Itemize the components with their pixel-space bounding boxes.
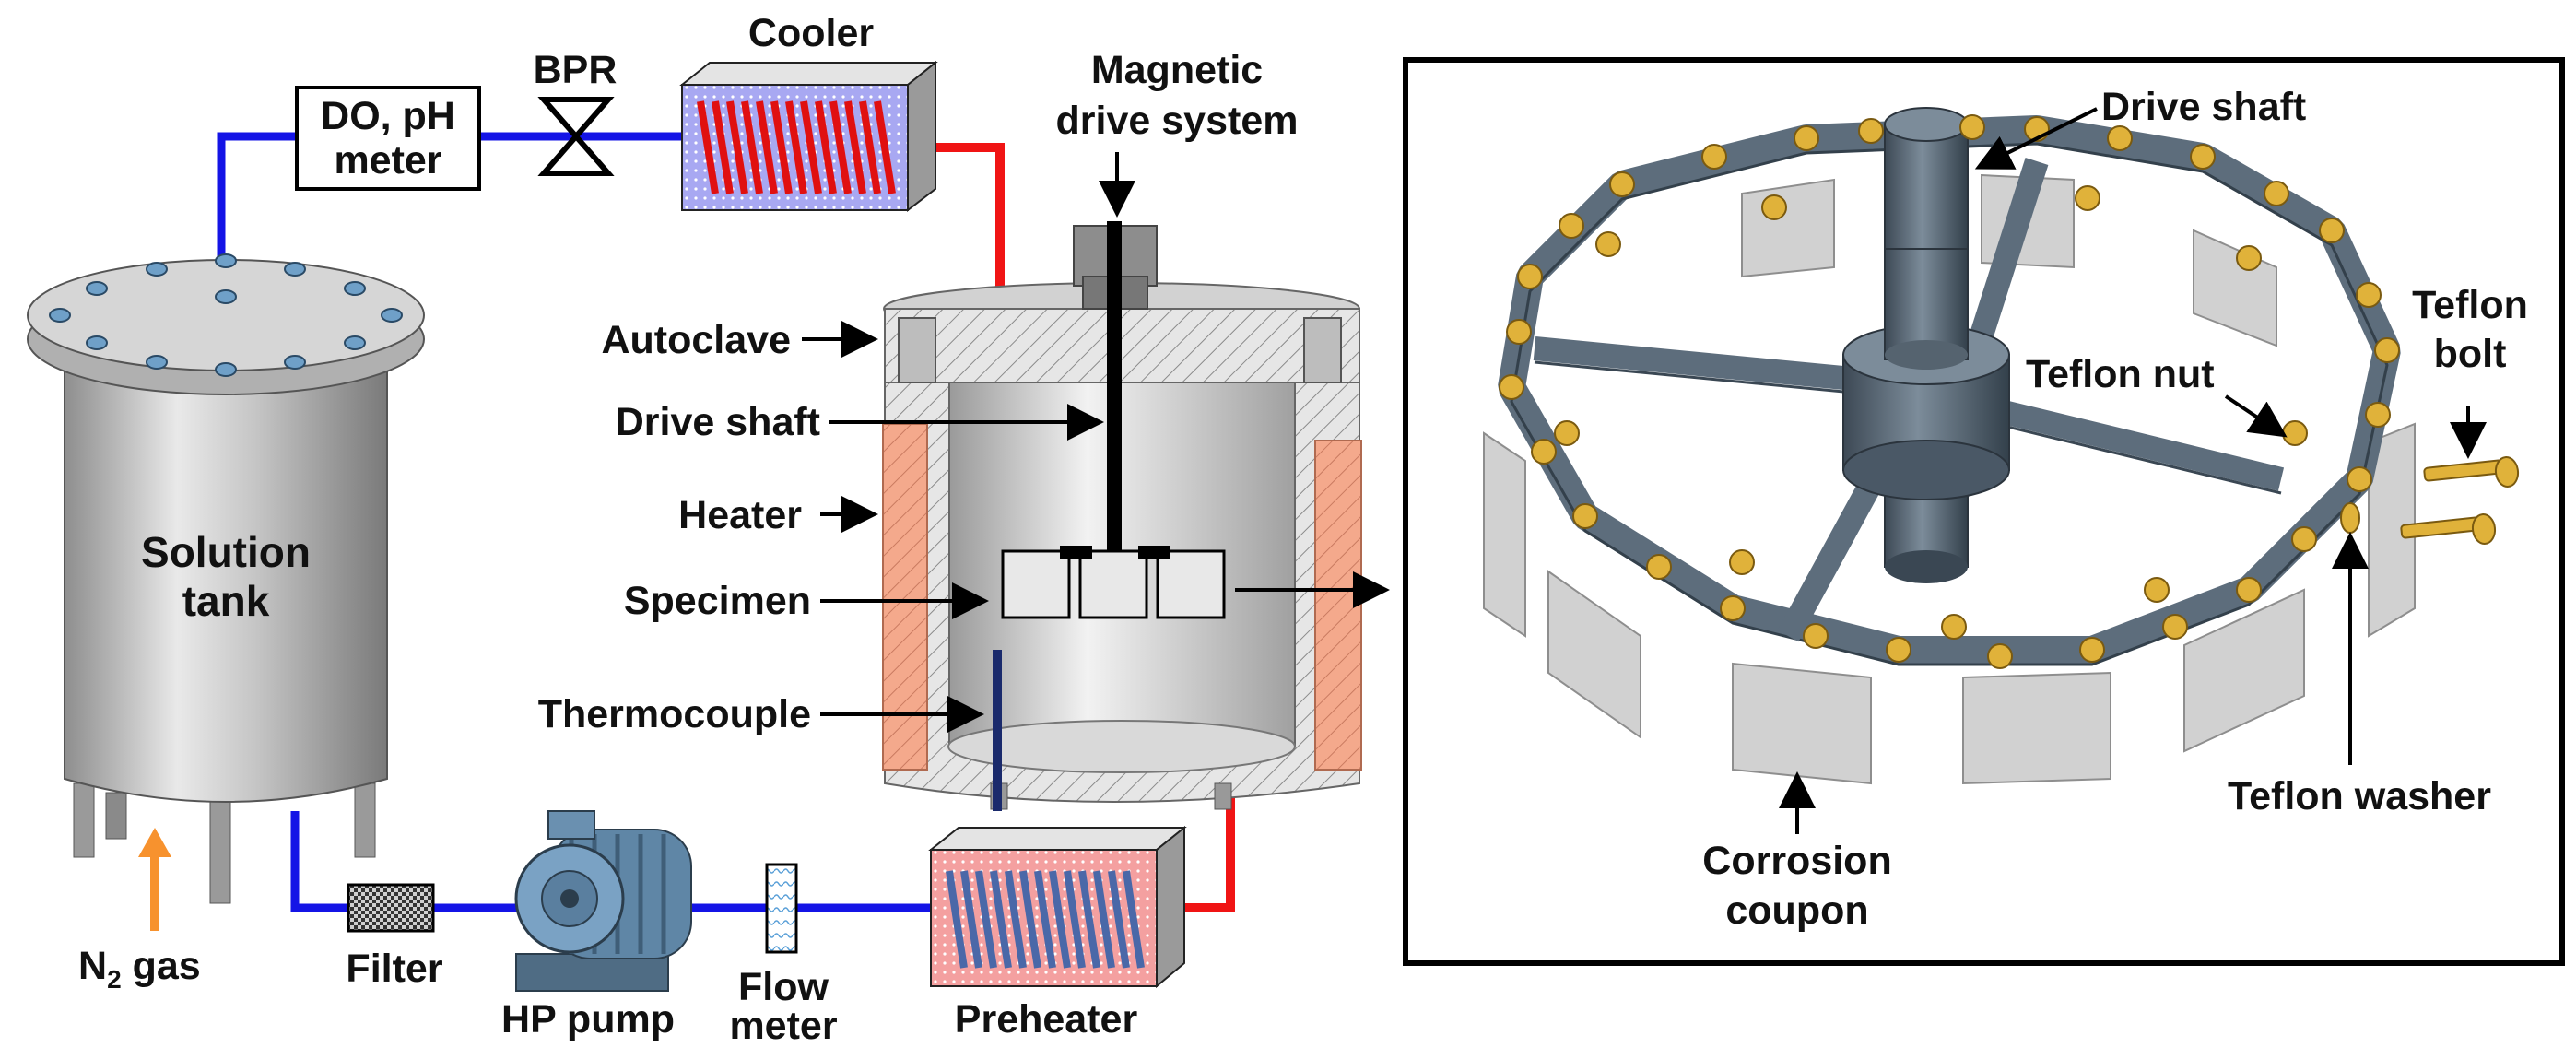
corrosion-coupon-label-2: coupon [1725, 888, 1868, 933]
specimen-holder-detail: Drive shaft Teflon nut Teflon bolt Teflo… [1403, 57, 2565, 966]
cooler: Cooler [679, 11, 938, 213]
autoclave [882, 221, 1362, 811]
cooler-coil-icon [697, 100, 896, 194]
heater-label: Heater [678, 493, 802, 537]
teflon-bolt-label-2: bolt [2434, 332, 2507, 376]
heater-left [882, 423, 928, 771]
n2-gas-label: N2 gas [78, 944, 201, 994]
cooler-label: Cooler [748, 11, 874, 55]
flow-meter-label-2: meter [729, 1004, 837, 1048]
hp-pump: HP pump [501, 810, 692, 1041]
detail-drive-shaft-label: Drive shaft [2101, 85, 2306, 129]
filter: Filter [346, 883, 443, 991]
cold-piping [217, 132, 931, 912]
teflon-nut-label: Teflon nut [2026, 352, 2215, 396]
teflon-nut-icons [1499, 114, 2400, 669]
flow-meter-label-1: Flow [738, 965, 829, 1009]
filter-label: Filter [346, 947, 442, 991]
drive-shaft-label: Drive shaft [616, 400, 820, 444]
flow-meter: Flow meter [729, 863, 838, 1048]
thermocouple-label: Thermocouple [538, 692, 811, 736]
specimen-label: Specimen [624, 579, 811, 623]
heater-right [1314, 440, 1362, 771]
autoclave-label: Autoclave [601, 318, 791, 362]
teflon-washer-label: Teflon washer [2228, 774, 2491, 818]
solution-tank: Solution tank [27, 253, 425, 904]
thermocouple-probe [993, 650, 1002, 811]
hp-pump-label: HP pump [501, 997, 675, 1041]
preheater-coil-icon [946, 870, 1145, 969]
magnetic-drive-label-2: drive system [1056, 99, 1299, 143]
do-ph-meter: DO, pH meter [295, 86, 481, 191]
corrosion-coupon-label-1: Corrosion [1702, 839, 1891, 883]
preheater: Preheater [928, 825, 1187, 1041]
do-ph-meter-label-2: meter [334, 138, 441, 182]
do-ph-meter-label-1: DO, pH [321, 94, 455, 138]
autoclave-callouts [802, 152, 1390, 733]
teflon-bolt-icons [2400, 456, 2520, 545]
teflon-washer-icon [2340, 502, 2360, 534]
n2-gas-inlet: N2 gas [78, 828, 201, 994]
detail-callout-arrows [1779, 107, 2487, 834]
bpr-valve-icon: BPR [534, 48, 618, 176]
specimen-icons [1001, 549, 1226, 619]
teflon-bolt-label-1: Teflon [2412, 283, 2528, 327]
bpr-label: BPR [534, 48, 618, 92]
solution-tank-label-2: tank [182, 577, 270, 625]
inner-nut-icons [1554, 185, 2308, 640]
tank-lid-bolt-icons [49, 253, 403, 377]
solution-tank-label-1: Solution [141, 528, 311, 576]
magnetic-drive-label-1: Magnetic [1091, 48, 1263, 92]
preheater-label: Preheater [955, 997, 1138, 1041]
